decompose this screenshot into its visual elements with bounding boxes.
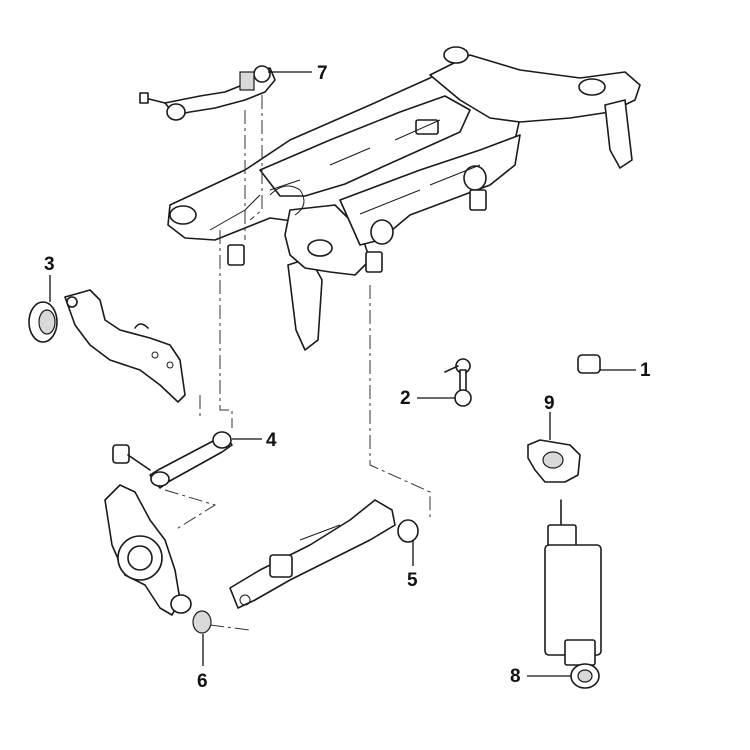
alignment-lines (164, 95, 431, 631)
callout-leaders (49, 71, 636, 677)
trailing-arm (28, 289, 186, 403)
callout-1: 1 (640, 360, 651, 381)
lower-lateral-link (112, 431, 233, 489)
shock-absorber (544, 499, 602, 689)
callout-5: 5 (407, 570, 418, 591)
callout-7: 7 (317, 63, 328, 84)
callout-2: 2 (400, 388, 411, 409)
callout-9: 9 (544, 393, 555, 414)
rear-subframe (167, 46, 641, 351)
callout-3: 3 (44, 254, 55, 275)
wheel-knuckle (104, 484, 192, 616)
callout-8: 8 (510, 666, 521, 687)
stabilizer-end-link (444, 358, 472, 407)
lower-spring-arm (192, 499, 419, 634)
upper-spring-seat (527, 439, 581, 483)
upper-control-arm (139, 65, 276, 121)
callout-4: 4 (266, 430, 277, 451)
callout-6: 6 (197, 671, 208, 692)
stabilizer-bar (453, 213, 713, 374)
